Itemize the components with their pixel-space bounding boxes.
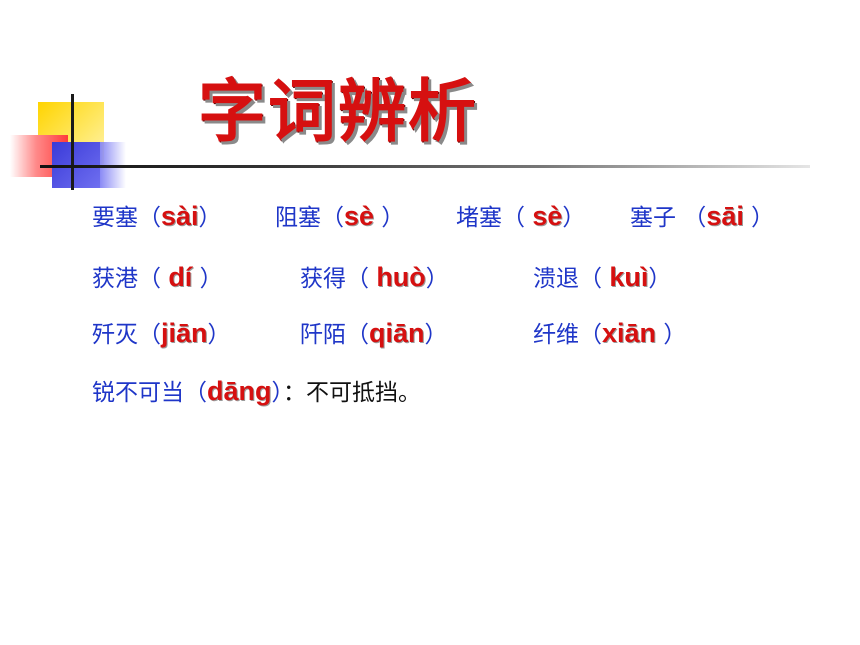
word: 纤维 xyxy=(533,322,579,348)
word: 获港 xyxy=(92,266,138,292)
definition: ：不可抵挡。 xyxy=(283,380,421,406)
paren-close: ） xyxy=(425,266,449,292)
paren-close: ） xyxy=(648,266,672,292)
pinyin: kuì xyxy=(609,262,649,292)
paren-open: （ xyxy=(184,380,207,406)
vocab-item: 要塞（sài） xyxy=(92,198,222,232)
vocab-item: 阻塞（sè ） xyxy=(275,198,404,232)
word: 歼灭 xyxy=(92,322,138,348)
pinyin: sài xyxy=(161,201,199,231)
pinyin: jiān xyxy=(161,318,208,348)
paren-open: （ xyxy=(502,205,533,231)
word: 溃退 xyxy=(533,266,579,292)
paren-open: （ xyxy=(346,322,369,348)
vocab-item: 堵塞（ sè） xyxy=(456,198,585,232)
paren-open: （ xyxy=(579,266,610,292)
pinyin: qiān xyxy=(369,318,425,348)
paren-open: （ xyxy=(346,266,377,292)
decor-vertical-line xyxy=(71,94,74,190)
vocab-row-2: 获港（ dí ） 获得（ huò） 溃退（ kuì） xyxy=(92,259,852,303)
pinyin: sāi xyxy=(706,201,744,231)
paren-close: ） xyxy=(192,266,223,292)
paren-close: ） xyxy=(743,205,775,231)
word: 锐不可当 xyxy=(92,380,184,406)
vocab-item: 纤维（xiān ） xyxy=(533,315,686,349)
pinyin: sè xyxy=(344,201,375,231)
paren-close: ） xyxy=(374,205,405,231)
word: 塞子 xyxy=(630,205,676,231)
pinyin: huò xyxy=(376,262,426,292)
paren-close: ） xyxy=(271,380,284,406)
vocab-item: 锐不可当（dāng）：不可抵挡。 xyxy=(92,373,421,407)
word: 阡陌 xyxy=(300,322,346,348)
vocab-item: 塞子 （sāi ） xyxy=(630,198,774,232)
pinyin: sè xyxy=(532,201,563,231)
paren-open: （ xyxy=(138,322,161,348)
vocab-row-4: 锐不可当（dāng）：不可抵挡。 xyxy=(92,373,852,417)
vocab-item: 溃退（ kuì） xyxy=(533,259,671,293)
paren-close: ） xyxy=(198,205,222,231)
paren-close: ） xyxy=(562,205,586,231)
vocab-item: 阡陌（qiān） xyxy=(300,315,448,349)
word: 阻塞 xyxy=(275,205,321,231)
vocab-row-1: 要塞（sài） 阻塞（sè ） 堵塞（ sè） 塞子 （sāi ） xyxy=(92,198,852,242)
title-underline xyxy=(40,165,810,168)
word: 获得 xyxy=(300,266,346,292)
paren-close: ） xyxy=(424,322,448,348)
paren-open: （ xyxy=(321,205,344,231)
paren-open: （ xyxy=(579,322,602,348)
vocab-item: 歼灭（jiān） xyxy=(92,315,231,349)
paren-close: ） xyxy=(207,322,231,348)
paren-open: （ xyxy=(676,205,707,231)
word: 堵塞 xyxy=(456,205,502,231)
vocab-row-3: 歼灭（jiān） 阡陌（qiān） 纤维（xiān ） xyxy=(92,315,852,359)
paren-open: （ xyxy=(138,205,161,231)
vocab-item: 获港（ dí ） xyxy=(92,259,223,293)
paren-open: （ xyxy=(138,266,169,292)
pinyin: dāng xyxy=(207,376,272,406)
pinyin: xiān xyxy=(602,318,657,348)
vocab-item: 获得（ huò） xyxy=(300,259,449,293)
slide-title: 字词辨析 xyxy=(198,72,479,152)
pinyin: dí xyxy=(168,262,193,292)
word: 要塞 xyxy=(92,205,138,231)
paren-close: ） xyxy=(656,322,687,348)
